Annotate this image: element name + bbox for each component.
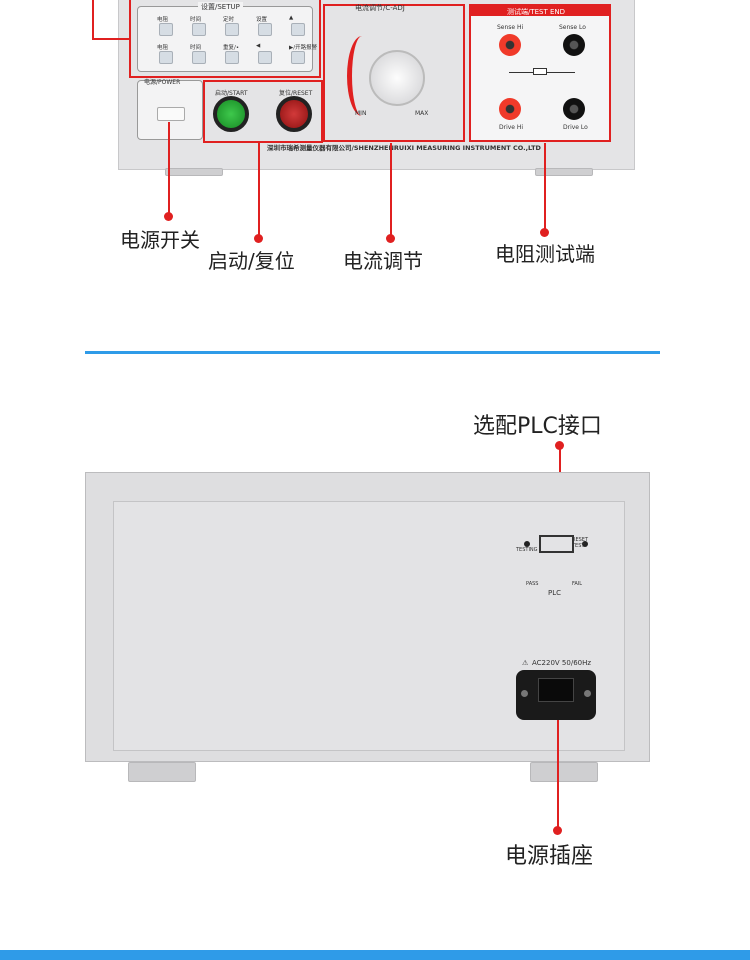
setup-callout-line-h — [92, 38, 130, 40]
resistor-body-icon — [533, 68, 547, 75]
setup-key[interactable] — [225, 51, 239, 64]
callout-current-adjust: 电流调节 — [343, 249, 423, 273]
callout-resistance-terminals: 电阻测试端 — [495, 242, 595, 266]
callout-line — [258, 143, 260, 235]
drive-hi-label: Drive Hi — [499, 124, 524, 131]
callout-line — [557, 720, 559, 828]
drive-lo-label: Drive Lo — [563, 124, 588, 131]
screw-icon — [524, 541, 530, 547]
setup-callout-line — [92, 0, 94, 40]
callout-plc-interface: 选配PLC接口 — [473, 414, 602, 439]
setup-key[interactable] — [192, 23, 206, 36]
screw-icon — [584, 690, 591, 697]
bottom-band — [0, 950, 750, 960]
callout-power-switch: 电源开关 — [120, 228, 200, 252]
drive-lo-jack[interactable] — [563, 98, 585, 120]
plc-testing-label: TESTING — [516, 547, 538, 553]
power-title: 电源/POWER — [144, 79, 181, 86]
setup-key-label: 定时 — [223, 17, 235, 23]
section-divider — [85, 351, 660, 354]
knob-max: MAX — [415, 110, 429, 117]
setup-key[interactable] — [225, 23, 239, 36]
ac-rating-label: AC220V 50/60Hz — [532, 659, 592, 667]
setup-key-label: 设置 — [256, 17, 268, 23]
setup-key-label: 电阻 — [157, 17, 169, 23]
callout-power-socket: 电源插座 — [505, 844, 594, 869]
plc-connector-icon — [539, 535, 574, 553]
setup-key-label: 时间 — [190, 45, 202, 51]
setup-highlight — [129, 0, 321, 78]
screw-icon — [582, 541, 588, 547]
setup-key[interactable] — [258, 23, 272, 36]
setup-title: 设置/SETUP — [198, 2, 243, 12]
c-adj-highlight: 电流调节/C-ADJ MIN MAX — [323, 4, 465, 142]
callout-line — [544, 143, 546, 231]
callout-line — [168, 122, 170, 216]
power-socket[interactable] — [516, 670, 596, 720]
start-reset-highlight — [203, 80, 323, 143]
setup-key[interactable] — [291, 51, 305, 64]
callout-dot — [164, 212, 173, 221]
setup-key[interactable] — [291, 23, 305, 36]
front-panel: 设置/SETUP 电源/POWER 启动/START 复位/RESET 电流调节… — [118, 0, 635, 170]
callout-line — [390, 143, 392, 235]
setup-key-label: 电阻 — [157, 45, 169, 51]
callout-dot — [254, 234, 263, 243]
callout-dot — [553, 826, 562, 835]
start-label: 启动/START — [215, 90, 248, 97]
plc-reset-test-label: RESET TEST — [572, 537, 589, 549]
test-end-panel: 测试端/TEST END Sense Hi Sense Lo Drive Hi … — [469, 4, 611, 142]
test-end-title: 测试端/TEST END — [507, 8, 566, 16]
c-adj-title: 电流调节/C-ADJ — [355, 4, 405, 12]
setup-key-label: ▲ — [289, 15, 294, 21]
drive-hi-jack[interactable] — [499, 98, 521, 120]
current-knob[interactable] — [369, 50, 425, 106]
callout-dot — [386, 234, 395, 243]
reset-button[interactable] — [276, 96, 312, 132]
back-foot-right — [530, 762, 598, 782]
company-name: 深圳市瑞希测量仪器有限公司/SHENZHENRUIXI MEASURING IN… — [267, 144, 541, 152]
start-button[interactable] — [213, 96, 249, 132]
power-panel: 电源/POWER — [137, 79, 203, 140]
sense-lo-jack[interactable] — [563, 34, 585, 56]
sense-lo-label: Sense Lo — [559, 24, 586, 31]
setup-key-label: 重复/• — [223, 45, 240, 51]
warning-icon: ⚠ — [522, 659, 529, 667]
front-foot-left — [165, 168, 223, 176]
back-foot-left — [128, 762, 196, 782]
setup-key-label: ▶/开路报警 — [289, 45, 318, 51]
setup-key[interactable] — [159, 23, 173, 36]
setup-key[interactable] — [192, 51, 206, 64]
front-foot-right — [535, 168, 593, 176]
plc-label: PLC — [548, 589, 562, 597]
callout-dot — [540, 228, 549, 237]
sense-hi-jack[interactable] — [499, 34, 521, 56]
knob-min: MIN — [355, 110, 367, 117]
plc-fail-label: FAIL — [572, 581, 583, 587]
reset-label: 复位/RESET — [279, 90, 313, 97]
plc-pass-label: PASS — [526, 581, 539, 587]
back-panel: TESTING RESET TEST PASS FAIL PLC ⚠ AC220… — [85, 472, 650, 762]
power-switch[interactable] — [157, 107, 185, 121]
adjust-arc-icon — [347, 36, 377, 116]
screw-icon — [521, 690, 528, 697]
setup-key-label: ◀ — [256, 43, 261, 49]
setup-key-label: 时间 — [190, 17, 202, 23]
setup-key[interactable] — [159, 51, 173, 64]
callout-start-reset: 启动/复位 — [208, 249, 295, 273]
sense-hi-label: Sense Hi — [497, 24, 524, 31]
setup-key[interactable] — [258, 51, 272, 64]
